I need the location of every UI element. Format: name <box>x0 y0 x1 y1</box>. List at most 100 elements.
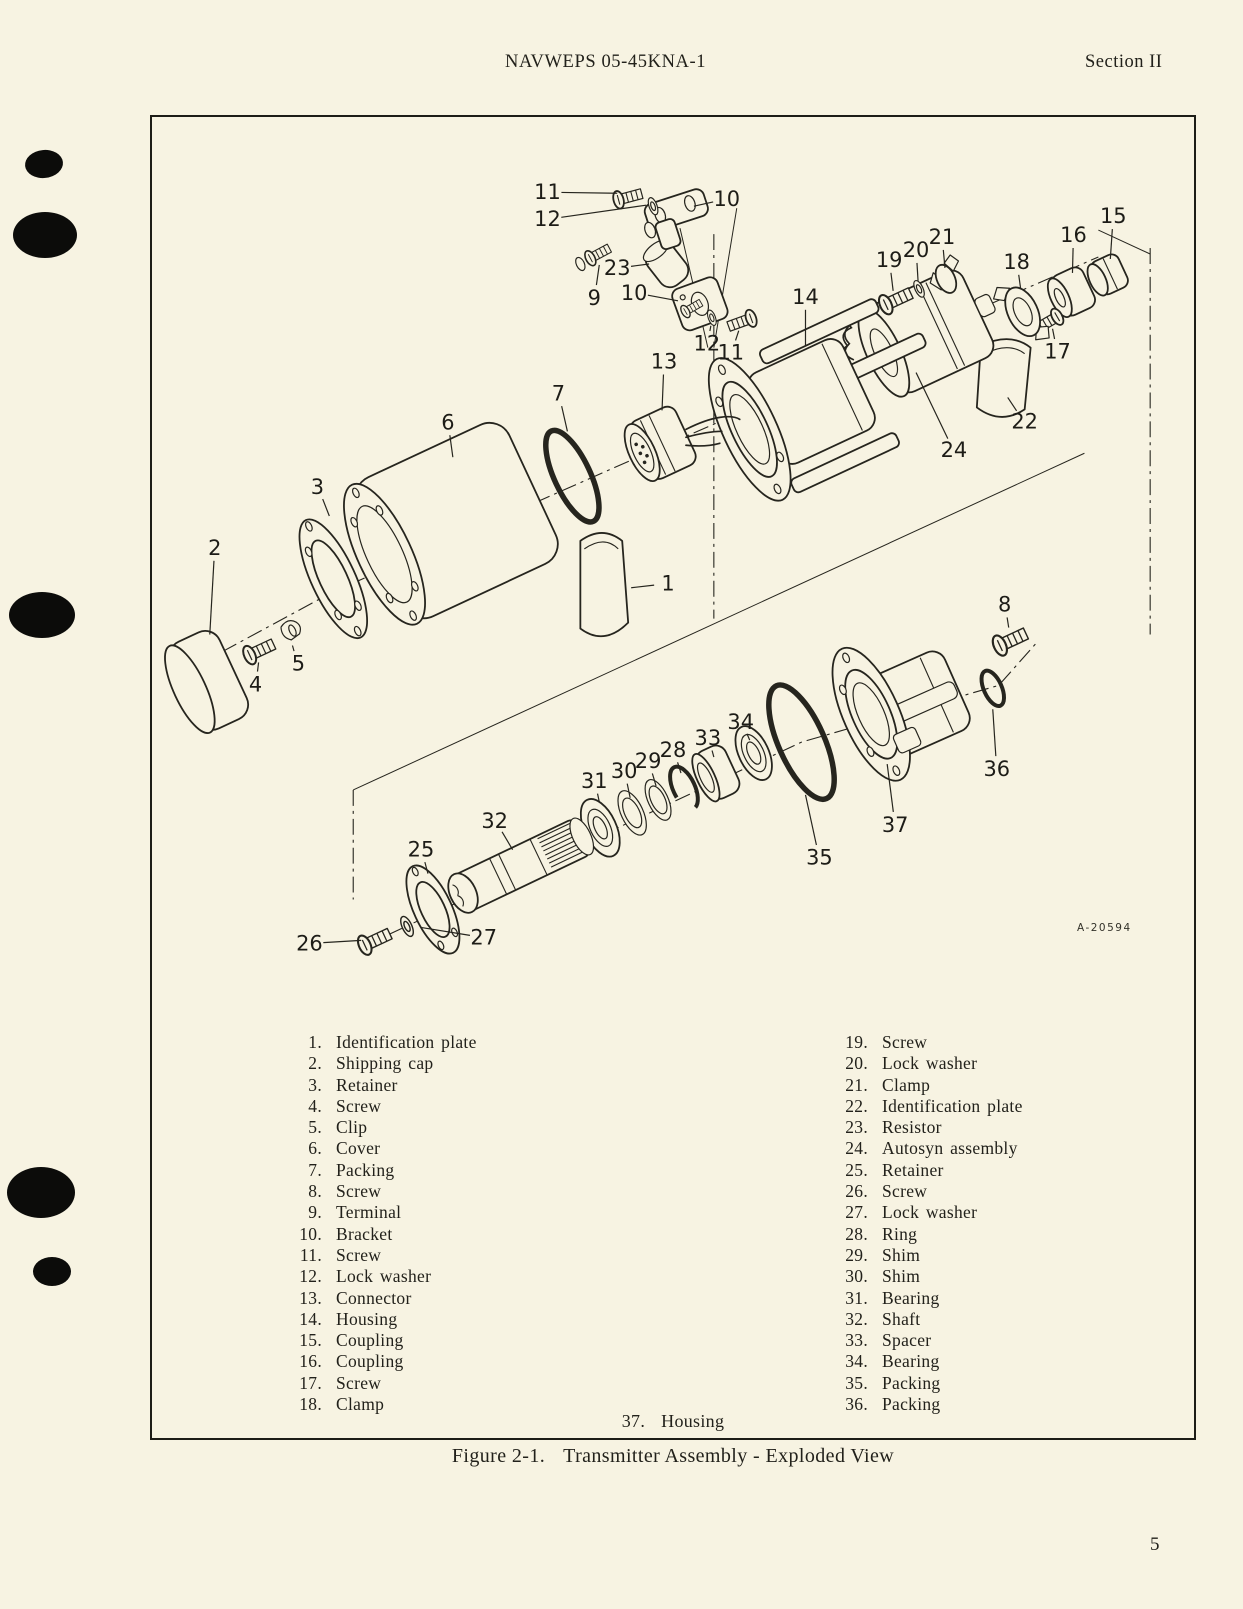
parts-list-item: 9Terminal <box>282 1202 477 1223</box>
part-bearing-34 <box>734 725 773 781</box>
svg-text:3: 3 <box>311 475 324 499</box>
svg-text:11: 11 <box>534 180 561 204</box>
part-shim-29 <box>644 779 672 821</box>
part-bracket-10-upper <box>643 188 709 251</box>
part-lock-washer-27 <box>397 913 417 939</box>
parts-list-item: 31Bearing <box>828 1288 1023 1309</box>
parts-list-item: 32Shaft <box>828 1309 1023 1330</box>
locator-line <box>713 208 738 348</box>
part-clip-5 <box>280 620 301 641</box>
part-name: Housing <box>661 1411 725 1431</box>
part-cover-6 <box>343 421 559 626</box>
svg-text:29: 29 <box>635 749 662 773</box>
svg-text:30: 30 <box>611 759 638 783</box>
parts-list-item: 27Lock washer <box>828 1202 1023 1223</box>
svg-text:8: 8 <box>998 593 1011 617</box>
callout-3: 3 <box>311 475 330 517</box>
parts-list-left-column: 1Identification plate2Shipping cap3Retai… <box>282 1032 477 1415</box>
callout-33: 33 <box>695 726 721 758</box>
parts-list-item: 2Shipping cap <box>282 1053 477 1074</box>
callout-23: 23 <box>604 256 650 280</box>
part-screw-11-lower <box>724 307 760 336</box>
svg-text:2: 2 <box>208 536 221 560</box>
svg-text:25: 25 <box>408 838 435 862</box>
parts-list-item: 18Clamp <box>282 1394 477 1415</box>
parts-list-item: 10Bracket <box>282 1224 477 1245</box>
svg-text:7: 7 <box>552 381 565 405</box>
svg-text:17: 17 <box>1044 340 1071 364</box>
svg-text:13: 13 <box>651 350 678 374</box>
callout-11: 11 <box>534 180 618 204</box>
svg-text:15: 15 <box>1100 204 1127 228</box>
callout-12: 12 <box>694 325 720 356</box>
svg-text:4: 4 <box>249 672 262 696</box>
parts-list-item: 15Coupling <box>282 1330 477 1351</box>
part-spacer-33 <box>691 744 741 803</box>
callout-27: 27 <box>420 925 497 949</box>
parts-list-item: 3Retainer <box>282 1075 477 1096</box>
svg-text:36: 36 <box>983 757 1010 781</box>
part-ring-28 <box>668 764 700 812</box>
parts-list-item: 8Screw <box>282 1181 477 1202</box>
callout-25: 25 <box>408 838 435 874</box>
svg-text:16: 16 <box>1060 223 1087 247</box>
callout-21: 21 <box>929 225 955 269</box>
figure-caption: Figure 2-1. Transmitter Assembly - Explod… <box>150 1445 1196 1468</box>
part-retainer-3 <box>298 518 369 640</box>
callout-20: 20 <box>903 238 930 281</box>
svg-text:27: 27 <box>470 925 497 949</box>
callout-2: 2 <box>208 536 221 635</box>
svg-text:11: 11 <box>717 341 744 365</box>
locator-line <box>1098 229 1151 255</box>
svg-text:32: 32 <box>481 809 508 833</box>
parts-list-item: 4Screw <box>282 1096 477 1117</box>
svg-text:20: 20 <box>903 238 930 262</box>
part-terminal-9 <box>575 240 614 272</box>
locator-line <box>353 452 1085 791</box>
callout-16: 16 <box>1060 223 1087 273</box>
callout-8: 8 <box>998 593 1011 628</box>
parts-list-item: 30Shim <box>828 1266 1023 1287</box>
callout-14: 14 <box>792 285 819 346</box>
parts-list-item: 29Shim <box>828 1245 1023 1266</box>
part-clamp-21 <box>929 254 960 294</box>
svg-text:19: 19 <box>876 248 903 272</box>
callout-26: 26 <box>296 931 362 955</box>
part-connector-13 <box>623 405 741 482</box>
part-shaft-32 <box>447 817 595 914</box>
parts-list-item: 16Coupling <box>282 1351 477 1372</box>
section-label: Section II <box>1085 52 1163 72</box>
callout-31: 31 <box>581 769 608 803</box>
parts-list-item: 6Cover <box>282 1138 477 1159</box>
part-screw-8 <box>988 622 1032 659</box>
svg-text:9: 9 <box>588 286 601 310</box>
callout-36: 36 <box>983 709 1010 781</box>
svg-text:37: 37 <box>882 813 909 837</box>
callout-9: 9 <box>588 264 601 310</box>
callout-34: 34 <box>727 710 754 741</box>
part-housing-14 <box>707 298 927 502</box>
binder-hole <box>9 592 75 638</box>
part-housing-37 <box>831 646 971 782</box>
callout-35: 35 <box>804 794 833 870</box>
svg-text:14: 14 <box>792 285 819 309</box>
part-shim-30 <box>617 790 647 836</box>
svg-text:6: 6 <box>441 410 454 434</box>
callout-28: 28 <box>660 738 686 774</box>
parts-list-item: 34Bearing <box>828 1351 1023 1372</box>
parts-list-item: 12Lock washer <box>282 1266 477 1287</box>
figure-label: Figure 2-1. <box>451 1445 546 1467</box>
parts-list-item: 35Packing <box>828 1373 1023 1394</box>
binder-hole <box>13 212 77 258</box>
callout-4: 4 <box>249 662 262 696</box>
svg-text:22: 22 <box>1011 409 1038 433</box>
figure-title: Transmitter Assembly - Exploded View <box>563 1445 895 1467</box>
callout-11: 11 <box>717 330 744 365</box>
callout-24: 24 <box>915 372 967 462</box>
binder-hole <box>7 1167 75 1218</box>
parts-list-item: 13Connector <box>282 1288 477 1309</box>
svg-text:12: 12 <box>534 207 561 231</box>
